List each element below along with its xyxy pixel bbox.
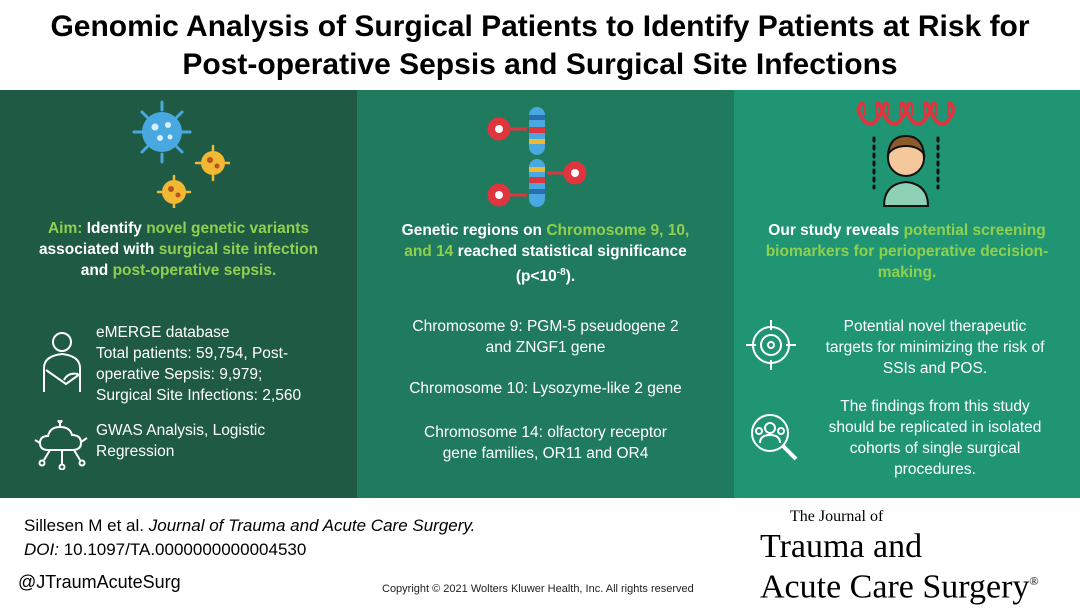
aim-panel: Aim: Identify novel genetic variants ass… <box>0 90 357 498</box>
copyright-notice: Copyright © 2021 Wolters Kluwer Health, … <box>382 583 694 595</box>
chr14-line: gene families, OR11 and OR4 <box>442 445 649 462</box>
conclusion-panel: Our study reveals potential screening bi… <box>734 90 1080 498</box>
targets-line: SSIs and POS. <box>882 360 988 377</box>
database-line: eMERGE database <box>96 324 230 341</box>
replication-row: The findings from this study should be r… <box>746 396 1068 480</box>
gwas-text: GWAS Analysis, Logistic Regression <box>96 420 265 462</box>
chr14-line: Chromosome 14: olfactory receptor <box>424 424 667 441</box>
conclusion-highlight-2: biomarkers for perioperative decision- <box>765 243 1049 260</box>
gwas-line: GWAS Analysis, Logistic <box>96 422 266 439</box>
aim-statement: Aim: Identify novel genetic variants ass… <box>10 218 347 281</box>
findings-text-1: Genetic regions on <box>401 222 543 239</box>
aim-highlight-3: post-operative sepsis. <box>112 262 277 279</box>
replication-line: should be replicated in isolated <box>828 419 1042 436</box>
citation: Sillesen M et al. Journal of Trauma and … <box>24 514 475 537</box>
patient-sling-icon <box>34 322 96 399</box>
chromosome-9-finding: Chromosome 9: PGM-5 pseudogene 2 and ZNG… <box>377 316 714 358</box>
therapeutic-targets-text: Potential novel therapeutic targets for … <box>802 316 1068 379</box>
target-icon <box>746 320 802 375</box>
logo-registered-mark: ® <box>1029 574 1039 588</box>
logo-line-2: Acute Care Surgery <box>760 568 1030 606</box>
targets-line: targets for minimizing the risk of <box>825 339 1045 356</box>
aim-text-3: and <box>80 262 109 279</box>
conclusion-text-1: Our study reveals <box>768 222 900 239</box>
findings-highlight-2: and 14 <box>404 243 454 260</box>
infographic-title: Genomic Analysis of Surgical Patients to… <box>0 8 1080 86</box>
cloud-network-icon <box>34 418 96 475</box>
logo-line-1: Trauma and <box>760 528 923 565</box>
doi-label: DOI: <box>24 540 59 559</box>
aim-highlight-2: surgical site infection <box>158 241 319 258</box>
people-search-icon <box>746 411 802 466</box>
chromosome-10-finding: Chromosome 10: Lysozyme-like 2 gene <box>377 378 714 399</box>
findings-highlight-1: Chromosome 9, 10, <box>546 222 690 239</box>
conclusion-highlight-1: potential screening <box>903 222 1046 239</box>
bacteria-virus-icon <box>130 100 232 213</box>
targets-line: Potential novel therapeutic <box>843 318 1027 335</box>
conclusion-statement: Our study reveals potential screening bi… <box>744 220 1070 283</box>
journal-logo: The Journal of Trauma and Acute Care Sur… <box>758 508 1073 606</box>
chromosome-icon <box>487 105 587 214</box>
doi: DOI: 10.1097/TA.0000000000004530 <box>24 538 306 561</box>
aim-text-1: Identify <box>86 220 142 237</box>
title-line-1: Genomic Analysis of Surgical Patients to… <box>50 10 1030 43</box>
logo-line-2-wrap: Acute Care Surgery® <box>760 562 1039 606</box>
replication-text: The findings from this study should be r… <box>802 396 1068 480</box>
gwas-row: GWAS Analysis, Logistic Regression <box>34 418 265 475</box>
dna-person-icon <box>852 94 962 217</box>
chromosome-14-finding: Chromosome 14: olfactory receptor gene f… <box>377 422 714 464</box>
chr10-line: Chromosome 10: Lysozyme-like 2 gene <box>409 380 682 397</box>
findings-statement: Genetic regions on Chromosome 9, 10, and… <box>367 220 724 287</box>
conclusion-highlight-3: making. <box>877 264 937 281</box>
replication-line: procedures. <box>894 461 976 478</box>
title-line-2: Post-operative Sepsis and Surgical Site … <box>182 48 898 81</box>
findings-panel: Genetic regions on Chromosome 9, 10, and… <box>357 90 734 498</box>
aim-highlight-1: novel genetic variants <box>146 220 309 237</box>
aim-text-2: associated with <box>38 241 155 258</box>
database-line: Surgical Site Infections: 2,560 <box>96 387 302 404</box>
replication-line: The findings from this study <box>840 398 1030 415</box>
database-row: eMERGE database Total patients: 59,754, … <box>34 322 301 406</box>
aim-label: Aim: <box>47 220 83 237</box>
findings-text-3: (p<10 <box>515 268 557 286</box>
therapeutic-targets-row: Potential novel therapeutic targets for … <box>746 316 1068 379</box>
findings-superscript: -8 <box>556 267 566 278</box>
twitter-handle[interactable]: @JTraumAcuteSurg <box>18 572 181 592</box>
findings-text-2: reached statistical significance <box>457 243 687 260</box>
findings-text-4: ). <box>565 268 576 286</box>
logo-small-text: The Journal of <box>790 508 884 525</box>
citation-authors: Sillesen M et al. <box>24 516 144 535</box>
replication-line: cohorts of single surgical <box>849 440 1021 457</box>
database-line: operative Sepsis: 9,979; <box>96 366 263 383</box>
doi-link[interactable]: 10.1097/TA.0000000000004530 <box>63 540 307 559</box>
citation-journal: Journal of Trauma and Acute Care Surgery… <box>148 516 476 535</box>
database-text: eMERGE database Total patients: 59,754, … <box>96 322 301 406</box>
gwas-line: Regression <box>96 443 175 460</box>
chr9-line: and ZNGF1 gene <box>485 339 606 356</box>
database-line: Total patients: 59,754, Post- <box>96 345 289 362</box>
chr9-line: Chromosome 9: PGM-5 pseudogene 2 <box>412 318 679 335</box>
